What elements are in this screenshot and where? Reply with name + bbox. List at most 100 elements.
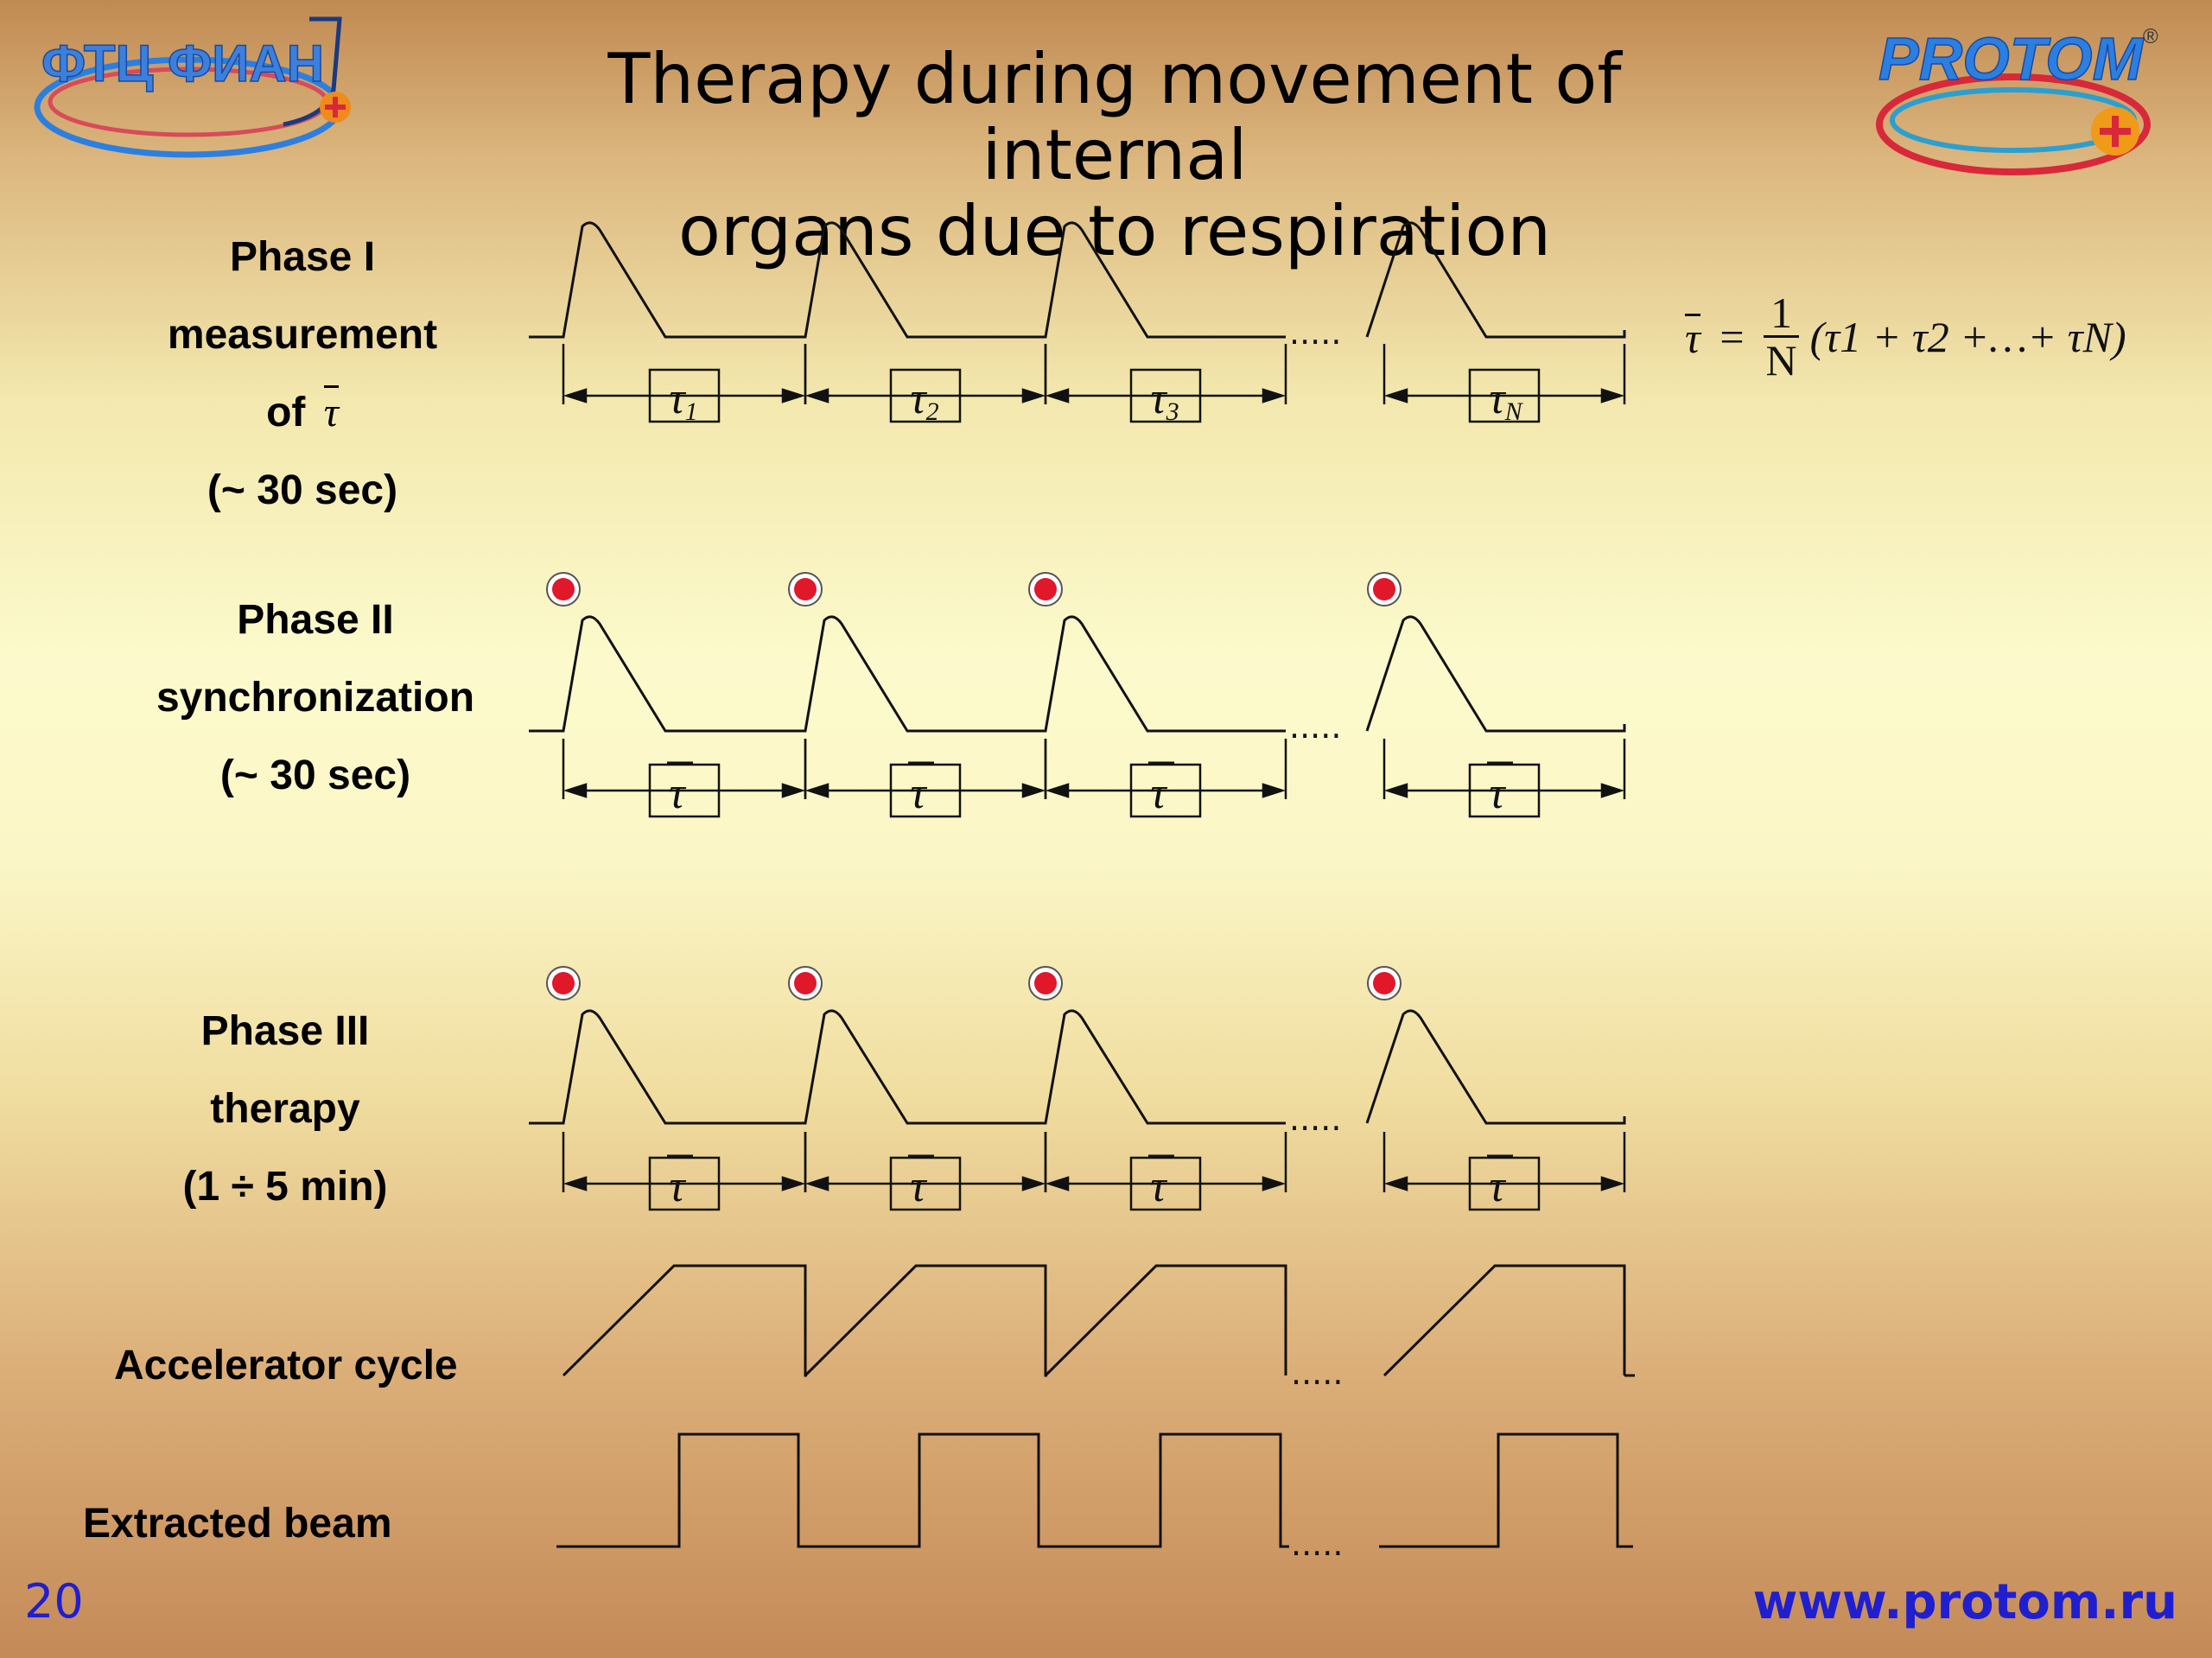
phase2-trigger-dot (1034, 578, 1057, 600)
slide-title: Therapy during movement of internal orga… (467, 41, 1763, 270)
phase1-label-subscript: 3 (1166, 397, 1179, 426)
ftc-fian-logo-text: ФТЦ ФИАН (41, 35, 324, 92)
phase1-duration: (~ 30 sec) (207, 467, 398, 513)
phase3-arrowhead (781, 1176, 806, 1191)
phase1-respiration-wave (529, 221, 1626, 339)
phase1-arrowhead (1600, 388, 1625, 403)
accelerator-cycle-wave (562, 1264, 1635, 1377)
phase3-trigger-dot (552, 972, 575, 994)
phase3-arrowhead (1262, 1176, 1287, 1191)
phase3-ellipsis: ..... (1289, 1100, 1341, 1138)
beam-ellipsis: ..... (1291, 1525, 1343, 1563)
phase3-arrowhead (563, 1176, 588, 1191)
phase3-arrowhead (804, 1176, 830, 1191)
phase2-label: Phase II synchronization (~ 30 sec) (138, 596, 493, 829)
phase2-label-bg (889, 763, 962, 818)
beam-label: Extracted beam (83, 1501, 392, 1547)
phase3-trigger-dot (1034, 972, 1057, 994)
phase2-arrowhead (804, 783, 830, 798)
extracted-beam-wave (556, 1432, 1633, 1548)
phase1-of-tau: of τ (138, 385, 467, 467)
phase3-duration: (1 ÷ 5 min) (182, 1164, 388, 1210)
phase2-trigger-dot (794, 578, 817, 600)
website-link[interactable]: www.protom.ru (1752, 1574, 2177, 1630)
phase3-interval-label: τ (1150, 1162, 1168, 1211)
phase3-respiration-wave (529, 1009, 1626, 1125)
formula-lhs: τ (1685, 314, 1700, 362)
phase2-ellipsis: ..... (1289, 708, 1341, 746)
phase2-label-bg (1468, 763, 1541, 818)
phase2-arrowhead (1262, 783, 1287, 798)
accelerator-label: Accelerator cycle (114, 1343, 458, 1388)
formula-denominator: N (1765, 336, 1797, 384)
slide-number: 20 (24, 1574, 84, 1629)
phase1-tau-bar: τ (323, 385, 339, 435)
phase1-arrowhead (1021, 388, 1046, 403)
phase3-trigger-dot (1373, 972, 1395, 994)
phase3-interval-label: τ (910, 1162, 928, 1211)
formula-rhs: (τ1 + τ2 +…+ τN) (1809, 312, 2126, 361)
phase3-label-bg (1129, 1156, 1202, 1211)
registered-mark: ® (2143, 25, 2158, 48)
phase3-purpose: therapy (210, 1086, 360, 1132)
formula-numerator: 1 (1764, 290, 1800, 338)
phase2-label-bg (1129, 763, 1202, 818)
phase3-interval-label: τ (1489, 1162, 1507, 1211)
phase1-arrowhead (1383, 388, 1408, 403)
phase1-label-bg (1129, 368, 1202, 423)
phase3-label-bg (1468, 1156, 1541, 1211)
phase2-interval-label: τ (1489, 769, 1507, 818)
phase1-arrowhead (1262, 388, 1287, 403)
phase1-ellipsis: ..... (1289, 314, 1341, 352)
phase1-label-subscript: 2 (926, 397, 939, 426)
phase2-interval-label: τ (910, 769, 928, 818)
phase1-arrowhead (804, 388, 830, 403)
accelerator-ellipsis: ..... (1291, 1354, 1343, 1392)
phase2-name: Phase II (237, 597, 394, 643)
phase2-arrowhead (781, 783, 806, 798)
formula-fraction: 1 N (1764, 290, 1800, 384)
phase3-arrowhead (1021, 1176, 1046, 1191)
phase1-arrowhead (781, 388, 806, 403)
protom-logo-text: PROTOM (1878, 25, 2145, 92)
phase3-label: Phase III therapy (1 ÷ 5 min) (121, 1007, 449, 1241)
phase3-interval-label: τ (669, 1162, 687, 1211)
title-line-1: Therapy during movement of internal (607, 39, 1622, 195)
phase3-label-bg (648, 1156, 721, 1211)
phase3-arrowhead (1383, 1176, 1408, 1191)
phase3-arrowhead (1600, 1176, 1625, 1191)
phase2-respiration-wave (529, 615, 1626, 733)
phase2-arrowhead (1383, 783, 1408, 798)
formula-equals: = (1719, 312, 1745, 361)
phase1-purpose: measurement (167, 312, 438, 358)
phase1-label-bg (1468, 368, 1541, 423)
phase2-interval-label: τ (1150, 769, 1168, 818)
phase2-interval-label: τ (669, 769, 687, 818)
phase1-label: Phase I measurement of τ (~ 30 sec) (138, 233, 467, 544)
phase1-label-bg (889, 368, 962, 423)
average-period-formula: τ = 1 N (τ1 + τ2 +…+ τN) (1685, 290, 2126, 383)
phase2-duration: (~ 30 sec) (219, 753, 411, 798)
phase2-arrowhead (563, 783, 588, 798)
phase3-trigger-dot (794, 972, 817, 994)
phase1-label-subscript: 1 (685, 397, 698, 426)
phase2-trigger-dot (1373, 578, 1395, 600)
phase2-arrowhead (1600, 783, 1625, 798)
phase2-trigger-dot (552, 578, 575, 600)
phase1-arrowhead (563, 388, 588, 403)
phase1-label-bg (648, 368, 721, 423)
phase2-arrowhead (1021, 783, 1046, 798)
ftc-fian-logo: ФТЦ ФИАН (34, 16, 351, 158)
phase1-arrowhead (1045, 388, 1070, 403)
phase2-purpose: synchronization (156, 675, 475, 721)
phase2-label-bg (648, 763, 721, 818)
phase3-label-bg (889, 1156, 962, 1211)
phase1-of-text: of (266, 390, 306, 435)
protom-logo: PROTOM ® (1876, 24, 2158, 175)
phase1-label-subscript: N (1504, 397, 1524, 426)
phase1-name: Phase I (229, 234, 376, 280)
phase3-arrowhead (1045, 1176, 1070, 1191)
phase2-arrowhead (1045, 783, 1070, 798)
phase3-name: Phase III (200, 1008, 370, 1054)
